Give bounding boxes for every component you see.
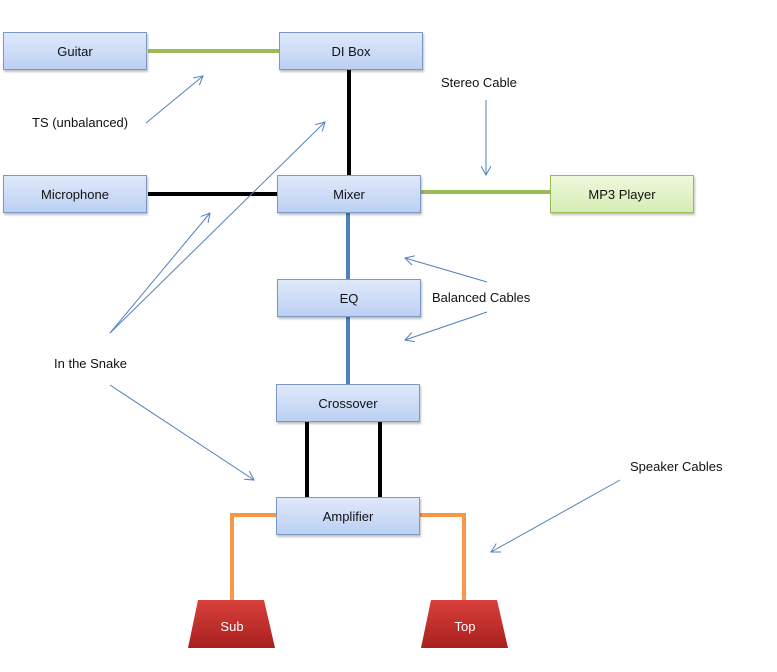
snake-arrow-2 — [109, 213, 210, 334]
sub-speaker-shape — [188, 600, 275, 648]
top-speaker-shape — [421, 600, 508, 648]
amp-top-cable — [420, 513, 466, 601]
guitar-node: Guitar — [3, 32, 147, 70]
stereo-cable-label: Stereo Cable — [441, 75, 517, 90]
snake-label: In the Snake — [54, 356, 127, 371]
balanced-cables-label: Balanced Cables — [432, 290, 531, 305]
top-speaker-label: Top — [454, 619, 476, 634]
sub-speaker-label: Sub — [220, 619, 244, 634]
mixer-node: Mixer — [277, 175, 421, 213]
speaker-cables-label: Speaker Cables — [630, 459, 723, 474]
snake-arrow-1 — [109, 122, 325, 334]
balanced-arrow-1 — [405, 258, 488, 283]
ts-arrow — [145, 76, 203, 124]
crossover-node: Crossover — [276, 384, 420, 422]
balanced-arrow-2 — [405, 311, 488, 340]
speaker-arrow — [491, 479, 621, 552]
amplifier-node: Amplifier — [276, 497, 420, 535]
ts-label: TS (unbalanced) — [32, 115, 129, 130]
microphone-node: Microphone — [3, 175, 147, 213]
snake-arrow-3 — [109, 384, 254, 480]
di-box-node: DI Box — [279, 32, 423, 70]
mp3-player-node: MP3 Player — [550, 175, 694, 213]
amp-sub-cable — [230, 513, 276, 601]
eq-node: EQ — [277, 279, 421, 317]
